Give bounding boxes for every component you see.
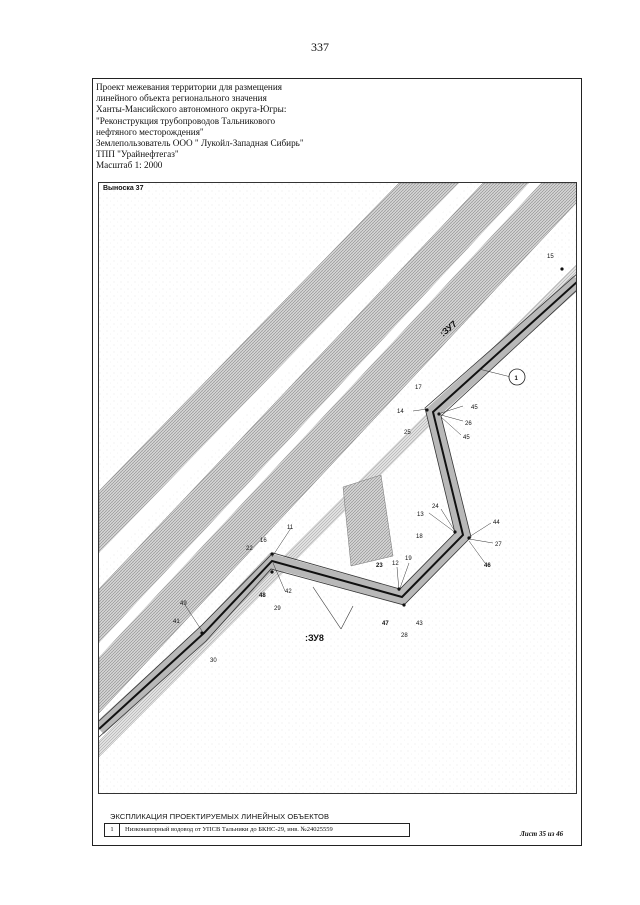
point-label: 41	[173, 619, 180, 625]
point-label: 17	[415, 385, 422, 391]
point-label: 23	[376, 563, 383, 569]
vertex-markers	[200, 267, 564, 635]
header-divider	[428, 78, 582, 79]
pipeline-axis	[99, 281, 576, 730]
point-label: 15	[547, 254, 554, 260]
legend-table: 1 Низконапорный водовод от УПСВ Тальники…	[104, 823, 410, 837]
point-label: 26	[465, 421, 472, 427]
existing-corridor-2	[99, 183, 576, 714]
corridor-gap-1	[99, 183, 471, 567]
point-label: 46	[484, 563, 491, 569]
point-label: 24	[432, 504, 439, 510]
object-marker-label: 1	[515, 376, 519, 382]
project-header: Проект межевания территории для размещен…	[96, 82, 426, 172]
point-label: 12	[392, 561, 399, 567]
point-label: 25	[404, 430, 411, 436]
legend-title: ЭКСПЛИКАЦИЯ ПРОЕКТИРУЕМЫХ ЛИНЕЙНЫХ ОБЪЕК…	[110, 812, 330, 821]
point-label: 47	[382, 621, 389, 627]
object-marker-circle	[508, 368, 526, 386]
point-label: 45	[471, 405, 478, 411]
zone-label-zu8: :ЗУ8	[305, 633, 324, 643]
legend-row-number: 1	[105, 824, 120, 836]
header-line: Проект межевания территории для размещен…	[96, 82, 282, 92]
zu8-leader-2	[340, 605, 354, 630]
object-marker-leader	[478, 368, 512, 378]
point-label: 30	[210, 658, 217, 664]
point-label: 19	[405, 556, 412, 562]
sheet-frame	[92, 78, 582, 846]
point-label: 11	[287, 525, 294, 531]
point-label: 42	[285, 589, 292, 595]
point-label: 28	[401, 633, 408, 639]
parcel-hatched	[342, 474, 394, 567]
point-label: 22	[246, 546, 253, 552]
point-label: 27	[495, 542, 502, 548]
point-label: 48	[259, 593, 266, 599]
point-label: 45	[463, 435, 470, 441]
map-title: Выноска 37	[103, 185, 144, 192]
point-label: 44	[493, 520, 500, 526]
point-label: 13	[417, 512, 424, 518]
corridor-gap-2	[99, 183, 541, 657]
point-label: 18	[416, 534, 423, 540]
zu8-leader-1	[312, 586, 342, 630]
header-line: нефтяного месторождения"	[96, 126, 204, 137]
map-viewport: 1 :ЗУ7 :ЗУ8 15 17 14 25 45 26 45 13 24 1…	[98, 182, 577, 794]
scale-label: Масштаб 1: 2000	[96, 160, 163, 171]
header-line: "Реконструкция трубопроводов Тальниковог…	[96, 115, 276, 126]
point-label: 43	[416, 621, 423, 627]
point-label: 49	[180, 601, 187, 607]
header-line: Ханты-Мансийского автономного округа-Югр…	[96, 104, 287, 115]
header-line: Землепользователь ООО " Лукойл-Западная …	[96, 138, 304, 149]
point-label: 16	[260, 538, 267, 544]
page-number: 337	[311, 40, 329, 54]
header-line: линейного объекта регионального значения	[96, 93, 267, 104]
sheet-number: Лист 35 из 46	[520, 830, 564, 838]
point-label: 29	[274, 606, 281, 612]
point-leaders	[184, 405, 494, 632]
header-line: ТПП "Урайнефтегаз"	[96, 149, 179, 160]
map-drawing: 1 :ЗУ7 :ЗУ8 15 17 14 25 45 26 45 13 24 1…	[99, 183, 576, 793]
legend-row-description: Низконапорный водовод от УПСВ Тальники д…	[125, 826, 333, 833]
point-label: 14	[397, 409, 404, 415]
